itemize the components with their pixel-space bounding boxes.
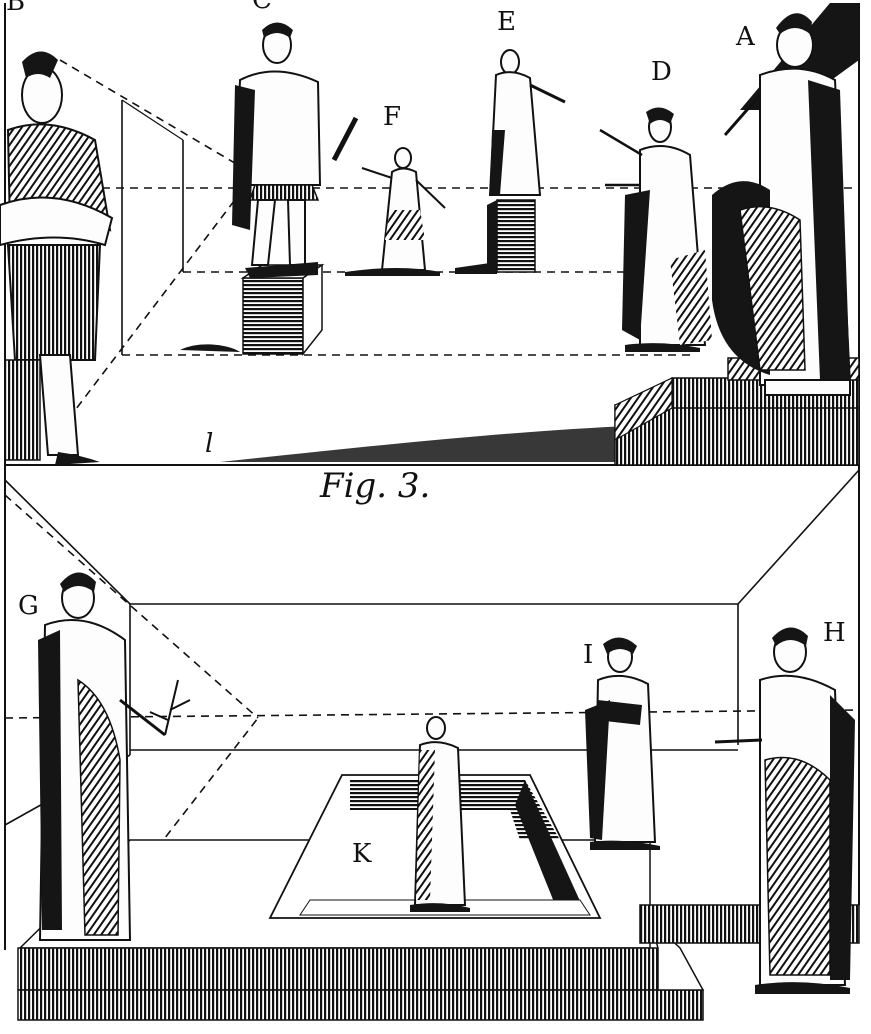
figure-e bbox=[488, 49, 566, 196]
label-b: B bbox=[6, 0, 25, 17]
pedestal-e bbox=[455, 199, 536, 274]
pedestal-c bbox=[240, 263, 325, 357]
figure-k bbox=[410, 716, 470, 912]
floor-shadow bbox=[220, 425, 650, 462]
figure-i bbox=[585, 637, 660, 850]
label-g: G bbox=[18, 591, 39, 621]
figure-a bbox=[712, 3, 859, 396]
figure-g bbox=[38, 572, 191, 941]
lower-scene: G H I K bbox=[4, 465, 860, 1021]
label-k: K bbox=[352, 839, 372, 869]
label-a: A bbox=[735, 22, 756, 52]
figure-caption: Fig. 3. bbox=[319, 466, 430, 506]
label-i: I bbox=[583, 640, 593, 670]
upper-scene: B C E A F D l bbox=[0, 0, 860, 466]
label-h: H bbox=[823, 618, 846, 648]
label-l: l bbox=[205, 429, 213, 459]
label-f: F bbox=[383, 102, 401, 132]
figure-d bbox=[599, 107, 712, 352]
label-d: D bbox=[651, 57, 672, 87]
small-shadow bbox=[180, 344, 240, 352]
figure-h bbox=[714, 627, 855, 994]
figure-b bbox=[0, 51, 114, 465]
figure-f bbox=[345, 147, 446, 276]
label-c: C bbox=[252, 0, 272, 15]
label-e: E bbox=[497, 7, 516, 37]
figure-c bbox=[232, 22, 359, 278]
